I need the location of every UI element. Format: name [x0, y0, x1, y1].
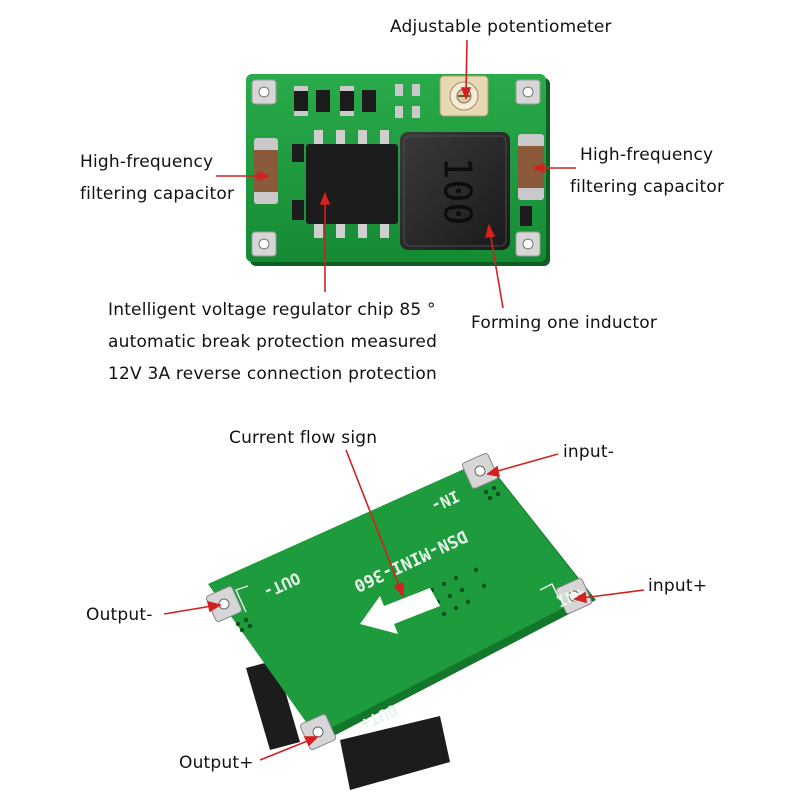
label-input-plus: input+ — [648, 576, 708, 596]
label-cap-right: High-frequency filtering capacitor — [570, 139, 724, 203]
label-chip-line3: 12V 3A reverse connection protection — [108, 364, 437, 384]
top-cap-left — [254, 138, 278, 204]
label-chip-line2: automatic break protection measured — [108, 332, 438, 352]
bottom-pcb: IN- IN+ OUT- OUT+ DSN-MINI-360 — [205, 452, 596, 751]
bottom-current-flow-arrow — [360, 588, 440, 634]
top-arrows — [216, 39, 576, 309]
label-chip: Intelligent voltage regulator chip 85 ° … — [108, 294, 437, 390]
label-cap-left-line1: High-frequency — [80, 152, 214, 172]
label-cap-left-line2: filtering capacitor — [80, 184, 235, 204]
label-cap-right-line2: filtering capacitor — [570, 177, 725, 197]
label-output-minus: Output- — [86, 605, 153, 625]
top-inductor: 100 — [400, 132, 510, 250]
top-cap-right — [518, 134, 544, 200]
label-output-plus: Output+ — [179, 753, 254, 773]
label-inductor: Forming one inductor — [471, 313, 658, 333]
label-current-flow: Current flow sign — [229, 428, 378, 448]
bottom-arrows — [163, 449, 645, 761]
label-cap-left: High-frequency filtering capacitor — [80, 146, 234, 210]
label-input-minus: input- — [563, 442, 615, 462]
label-potentiometer: Adjustable potentiometer — [390, 17, 612, 37]
label-chip-line1: Intelligent voltage regulator chip 85 ° — [108, 300, 436, 320]
inductor-marking: 100 — [436, 157, 480, 226]
label-cap-right-line1: High-frequency — [580, 145, 714, 165]
bottom-underside-component — [246, 660, 450, 790]
